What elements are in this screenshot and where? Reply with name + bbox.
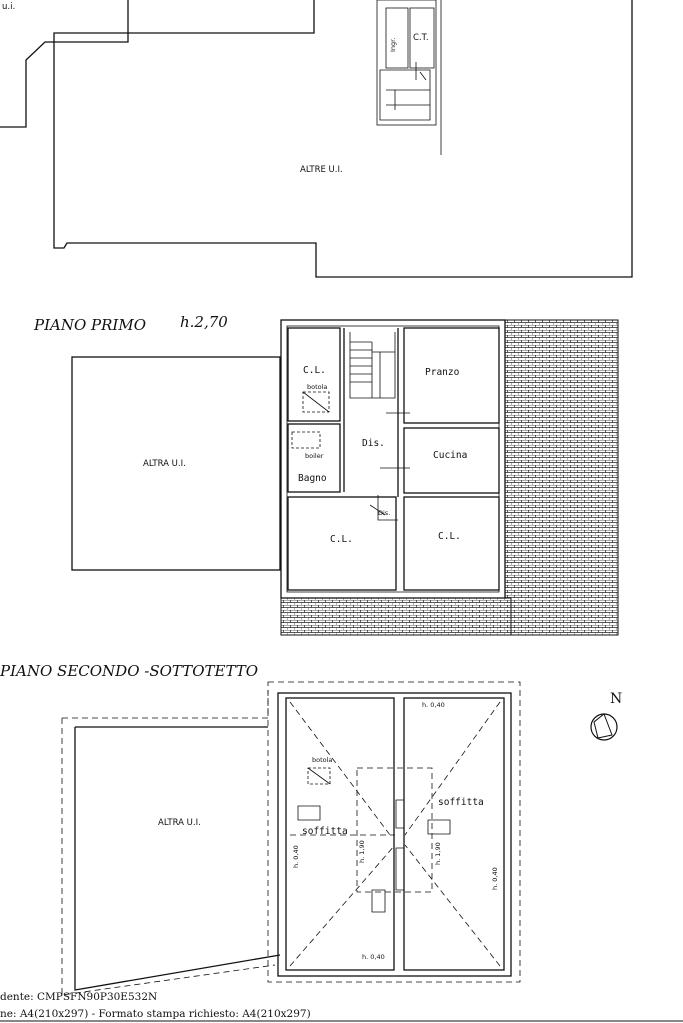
ct-label: C.T. <box>413 33 429 43</box>
other-units-label: ALTRE U.I. <box>300 165 343 175</box>
boiler-label: boiler <box>305 452 324 460</box>
second-other-unit-label: ALTRA U.I. <box>158 818 201 828</box>
terrace-tiles-right <box>504 319 619 636</box>
first-floor-plan: PIANO PRIMO h.2,70 ALTRA U.I. C.L. botol… <box>33 313 619 636</box>
footer-line-1: dente: CMPSFN90P30E532N <box>0 991 157 1003</box>
first-floor-height: h.2,70 <box>180 313 228 331</box>
h-bottom-label: h. 0,40 <box>362 953 385 961</box>
top-corner-label: u.i. <box>2 2 15 12</box>
footer: dente: CMPSFN90P30E532N ne: A4(210x297) … <box>0 991 683 1022</box>
north-arrow: N <box>590 691 622 741</box>
first-other-unit-label: ALTRA U.I. <box>143 459 186 469</box>
second-floor-title: PIANO SECONDO -SOTTOTETTO <box>0 662 258 680</box>
h-top-label: h. 0,40 <box>422 701 445 709</box>
h-center-left-label: h. 1,90 <box>358 840 366 863</box>
bagno-label: Bagno <box>298 473 327 484</box>
soffitta-left-label: soffitta <box>302 826 348 837</box>
cl-top-label: C.L. <box>303 365 326 376</box>
cl-right-label: C.L. <box>438 531 461 542</box>
dis-small-label: Dis. <box>378 509 390 517</box>
h-left-label: h. 0,40 <box>292 845 300 868</box>
soffitta-right-label: soffitta <box>438 797 484 808</box>
botola-second-label: botola <box>312 756 332 764</box>
h-right-label: h. 0,40 <box>491 867 499 890</box>
north-label: N <box>610 691 622 707</box>
first-floor-title: PIANO PRIMO <box>33 316 146 334</box>
top-plan: u.i. Ingr. C.T. ALTRE U.I. <box>0 0 633 278</box>
h-center-right-label: h. 1,90 <box>434 842 442 865</box>
ingr-label: Ingr. <box>389 38 397 52</box>
cucina-label: Cucina <box>433 450 467 461</box>
terrace-tiles-bottom <box>280 597 512 636</box>
second-floor-plan: PIANO SECONDO -SOTTOTETTO ALTRA U.I. bot… <box>0 662 521 996</box>
dis-label: Dis. <box>362 438 385 449</box>
footer-line-2: ne: A4(210x297) - Formato stampa richies… <box>0 1008 311 1020</box>
compass-icon <box>590 713 618 741</box>
pranzo-label: Pranzo <box>425 367 460 378</box>
botola-first-label: botola <box>307 383 327 391</box>
cl-left-label: C.L. <box>330 534 353 545</box>
